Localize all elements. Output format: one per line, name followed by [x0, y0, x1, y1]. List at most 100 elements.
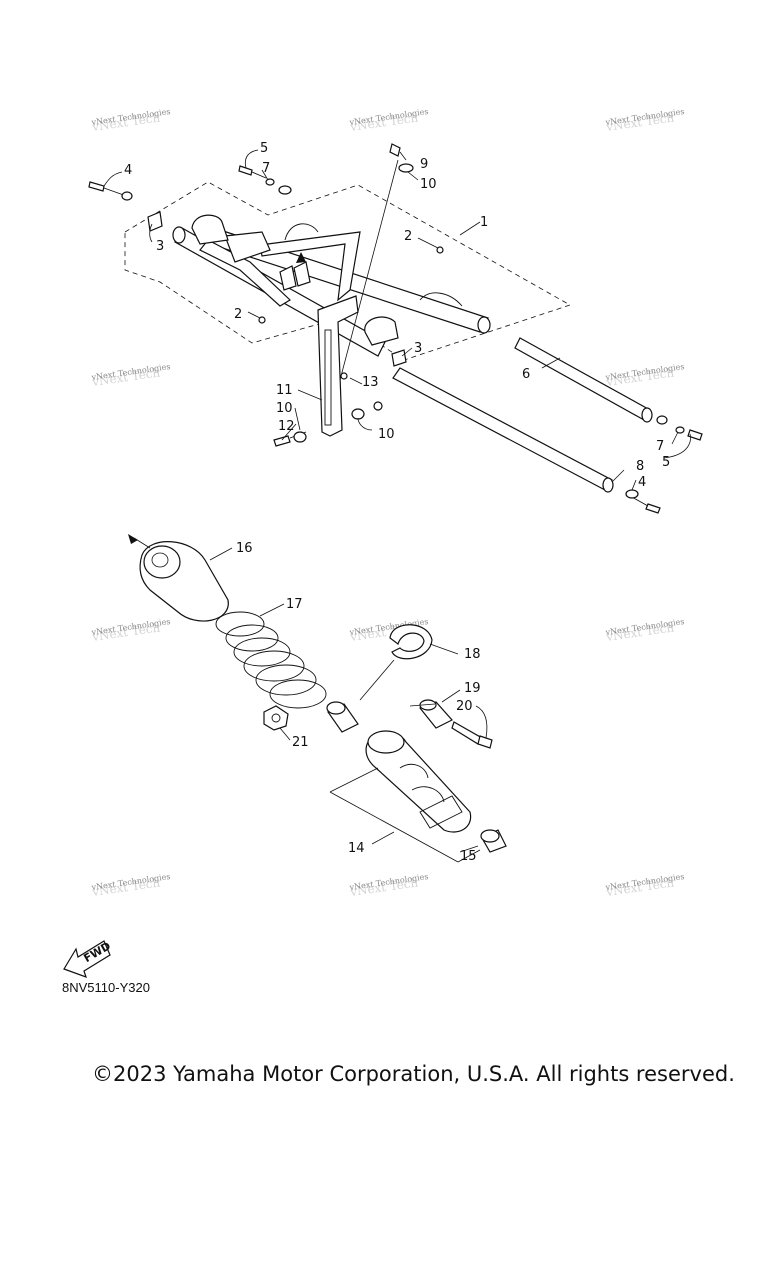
bolt	[273, 435, 291, 447]
swingarm-assembly	[88, 143, 703, 514]
callout-7: 7	[262, 161, 270, 176]
collar	[675, 426, 685, 434]
shock-body-ring	[411, 786, 445, 803]
bolt	[238, 165, 253, 176]
leader-line	[357, 417, 373, 431]
callout-9: 9	[420, 157, 428, 172]
fwd-arrow-icon: FWD	[63, 939, 113, 978]
callouts: 1 2 2 3 3 4 4 5 5 6 7 7 8 9 10 10 10 11 …	[124, 141, 670, 864]
collar-end	[326, 701, 346, 715]
callout-16: 16	[236, 541, 253, 556]
callout-14: 14	[348, 841, 365, 856]
leader-line	[359, 659, 395, 701]
callout-19: 19	[464, 681, 481, 696]
nut	[373, 401, 383, 411]
callout-2: 2	[234, 307, 242, 322]
leader-line	[294, 407, 301, 431]
callout-2: 2	[404, 229, 412, 244]
callout-12: 12	[278, 419, 295, 434]
bolt-shank	[251, 171, 267, 179]
rear-hoop	[419, 292, 463, 307]
gusset-plate	[224, 231, 271, 263]
leader-line	[133, 537, 151, 549]
mark-arrow-icon	[128, 534, 138, 544]
leader-line	[259, 603, 285, 617]
shaft-end	[602, 477, 614, 493]
callout-15: 15	[460, 849, 477, 864]
tube-end	[172, 226, 186, 244]
callout-5: 5	[662, 455, 670, 470]
bolt-axis	[339, 159, 399, 381]
leader-line	[247, 311, 261, 319]
callout-11: 11	[276, 383, 293, 398]
right-side-arm	[259, 231, 361, 302]
callout-4: 4	[638, 475, 646, 490]
leader-line	[407, 171, 419, 181]
callout-6: 6	[522, 367, 530, 382]
leader-line	[279, 727, 291, 741]
bolt-end	[340, 372, 348, 380]
leader-line	[399, 151, 407, 161]
callout-21: 21	[292, 735, 309, 750]
leader-line	[671, 431, 679, 445]
washer	[656, 415, 668, 425]
callout-8: 8	[636, 459, 644, 474]
bolt	[88, 181, 105, 192]
coil-spring	[215, 611, 327, 709]
leader-line	[541, 357, 561, 369]
grease-fitting	[258, 316, 266, 324]
shock-assembly	[128, 534, 507, 863]
copyright-notice: ©2023 Yamaha Motor Corporation, U.S.A. A…	[92, 1062, 735, 1086]
leader-line	[281, 423, 297, 441]
callout-5: 5	[260, 141, 268, 156]
bolt	[451, 721, 483, 745]
washer	[351, 408, 365, 420]
shaft-end	[641, 407, 653, 423]
preload-adjuster	[419, 795, 463, 829]
callout-3: 3	[156, 239, 164, 254]
callout-18: 18	[464, 647, 481, 662]
tube-end	[477, 316, 491, 334]
callout-10: 10	[420, 177, 437, 192]
leader-line	[409, 703, 436, 707]
grease-fitting	[436, 246, 444, 254]
leader-line	[297, 389, 323, 401]
leader-line	[244, 149, 259, 169]
shock-body-ring	[399, 764, 429, 779]
mount-tab	[293, 261, 311, 287]
leader-line	[631, 479, 637, 491]
leader-line	[149, 223, 153, 243]
washer	[398, 163, 414, 173]
lower-shaft	[392, 367, 613, 491]
callout-20: 20	[456, 699, 473, 714]
callout-3: 3	[414, 341, 422, 356]
leader-line	[349, 377, 363, 385]
leader-line	[401, 347, 413, 357]
leader-line	[371, 831, 395, 845]
leader-line	[417, 237, 439, 249]
leader-line	[611, 469, 625, 483]
link-arm	[317, 295, 359, 437]
callout-13: 13	[362, 375, 379, 390]
leader-line	[429, 643, 459, 655]
washer	[293, 431, 307, 443]
shock-top-cap	[367, 730, 405, 754]
washer	[121, 191, 133, 201]
upper-leaders	[103, 149, 691, 491]
bolt-head	[477, 735, 493, 749]
bushing	[147, 211, 163, 232]
bolt	[389, 143, 401, 157]
leader-line	[441, 689, 461, 703]
callout-1: 1	[480, 215, 488, 230]
rear-bracket	[364, 316, 399, 346]
spring-retainer	[389, 624, 433, 660]
bushing	[391, 349, 407, 367]
mark-arrow-icon	[296, 252, 306, 263]
bump-rubber-hole	[151, 552, 169, 568]
leader-line	[459, 221, 481, 236]
leader-line	[475, 705, 488, 739]
bushing-end	[480, 829, 500, 843]
callout-17: 17	[286, 597, 303, 612]
leader-line	[261, 169, 269, 181]
